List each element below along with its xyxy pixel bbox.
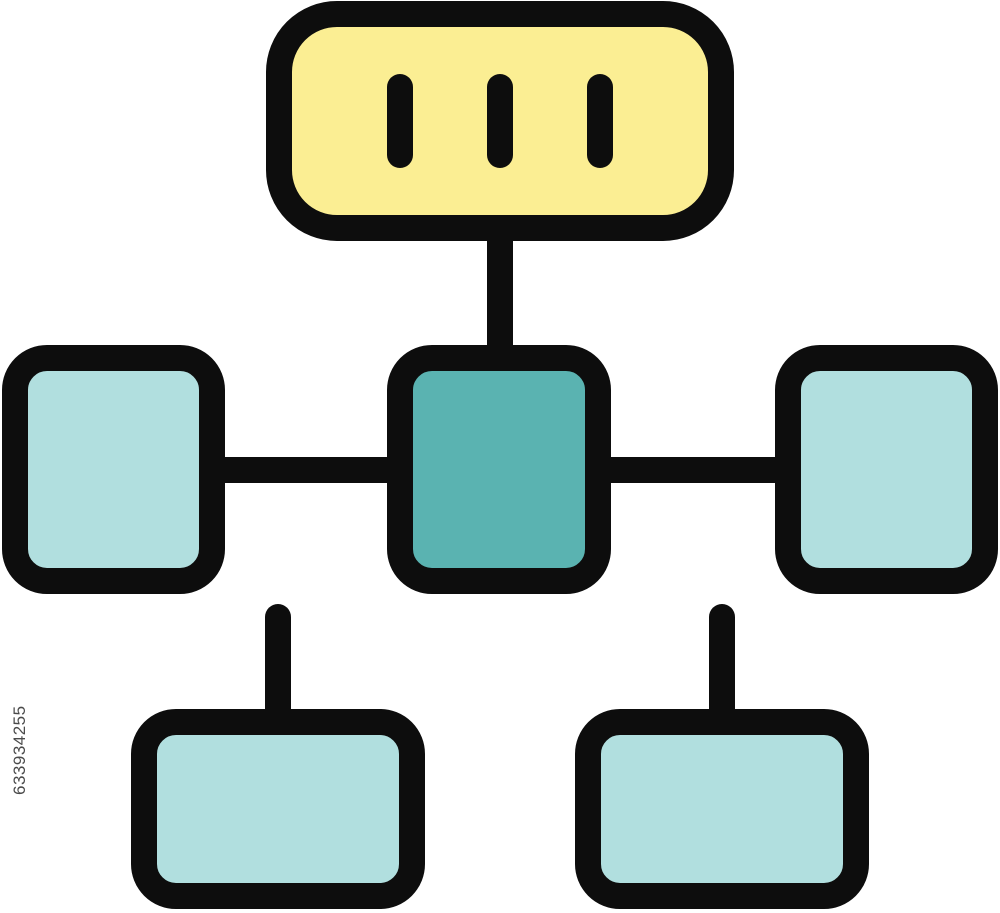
right-node [775, 345, 998, 594]
bottom-left-node [131, 709, 425, 909]
stock-id-label: 633934255 [10, 705, 29, 795]
left-node [2, 345, 225, 594]
center-node [387, 345, 611, 594]
bottom-right-node [575, 709, 869, 909]
